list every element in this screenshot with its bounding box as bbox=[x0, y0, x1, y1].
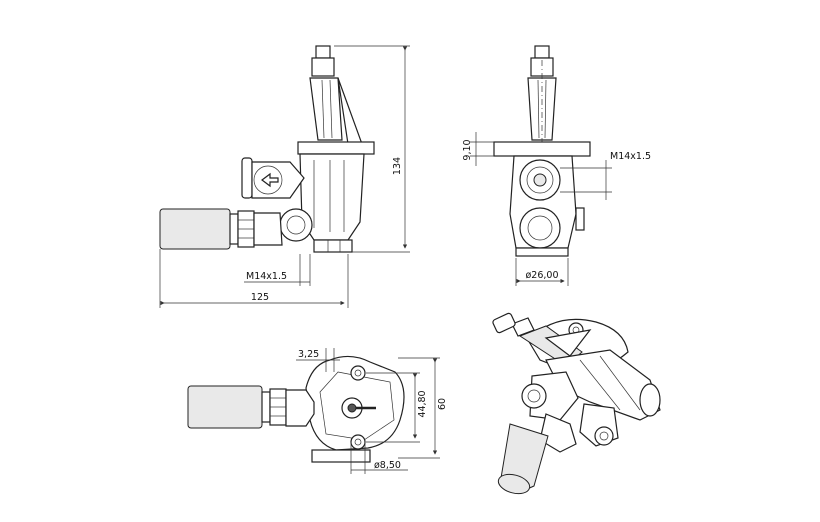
isometric-view bbox=[492, 312, 661, 495]
dim-flange-width: 60 bbox=[437, 398, 448, 410]
side-view bbox=[159, 45, 375, 253]
dim-length-total: 125 bbox=[251, 292, 269, 303]
front-view bbox=[493, 45, 591, 257]
dim-hole-diameter: ø8,50 bbox=[374, 460, 401, 471]
top-view bbox=[187, 355, 405, 463]
dim-thread-front: M14x1.5 bbox=[610, 151, 651, 162]
top-view-dimensions bbox=[296, 348, 440, 474]
dim-height-total: 134 bbox=[392, 157, 403, 175]
dim-thread-side: M14x1.5 bbox=[246, 271, 287, 282]
dim-offset-top: 3,25 bbox=[298, 349, 319, 360]
dim-flange-thickness: 9,10 bbox=[462, 139, 473, 160]
side-view-dimensions bbox=[159, 45, 410, 308]
front-view-dimensions bbox=[470, 132, 612, 286]
dim-hole-spacing: 44,80 bbox=[417, 390, 428, 417]
dim-diameter-front: ø26,00 bbox=[525, 270, 558, 281]
